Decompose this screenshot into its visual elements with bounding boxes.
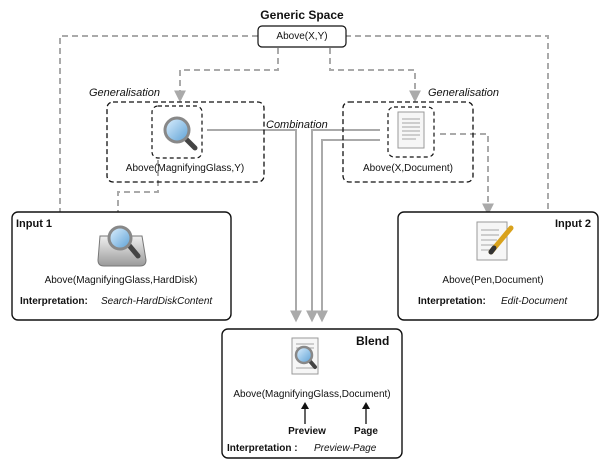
blend-arg-label-preview: Preview — [288, 426, 326, 437]
blend-interpretation-value: Preview-Page — [314, 443, 377, 454]
arrow-combination-right-to-blend — [306, 129, 380, 323]
generalisation-right-box — [342, 101, 474, 183]
generalisation-right-predicate: Above(X,Document) — [362, 163, 454, 174]
input1-interpretation-label: Interpretation: — [20, 296, 88, 307]
generic-space-predicate: Above(X,Y) — [276, 31, 328, 42]
input1-interpretation-value: Search-HardDiskContent — [101, 296, 213, 307]
pen-document-icon — [476, 221, 514, 261]
input2-title: Input 2 — [555, 218, 592, 230]
arrow-generic-to-generalisation-left — [174, 48, 279, 103]
input2-box — [397, 211, 599, 321]
generalisation-left-predicate: Above(MagnifyingGlass,Y) — [125, 163, 245, 174]
combination-label: Combination — [266, 119, 328, 131]
input2-interpretation-label: Interpretation: — [418, 296, 486, 307]
input1-predicate: Above(MagnifyingGlass,HardDisk) — [44, 275, 198, 286]
generic-space-box — [257, 25, 347, 48]
input1-title: Input 1 — [16, 218, 53, 230]
arrow-generic-to-input1 — [59, 35, 258, 258]
document-icon — [397, 111, 425, 149]
generalisation-right-label: Generalisation — [428, 87, 499, 99]
blend-title: Blend — [356, 334, 390, 348]
generalisation-left-icon-frame — [151, 105, 203, 159]
generalisation-left-box — [106, 101, 265, 183]
generalisation-left-label: Generalisation — [89, 87, 160, 99]
page-arg-arrowhead — [362, 402, 370, 409]
blend-box — [221, 328, 403, 459]
blend-arg-label-page: Page — [354, 426, 378, 437]
arrow-combination-left-to-blend — [207, 129, 302, 323]
arrow-generic-to-generalisation-right — [329, 48, 421, 103]
blend-predicate: Above(MagnifyingGlass,Document) — [233, 389, 391, 400]
generalisation-right-icon-frame — [387, 106, 435, 158]
generic-space-title: Generic Space — [260, 8, 344, 22]
magnifying-glass-icon — [163, 116, 198, 151]
preview-arg-arrowhead — [301, 402, 309, 409]
input2-interpretation-value: Edit-Document — [501, 296, 568, 307]
arrow-generalisation-left-to-input1 — [112, 160, 159, 225]
arrow-generalisation-right-to-input2 — [440, 133, 494, 216]
arrow-combination-mid-to-blend — [316, 139, 380, 323]
input2-predicate: Above(Pen,Document) — [442, 275, 544, 286]
hard-disk-search-icon — [97, 225, 147, 267]
document-preview-icon — [291, 337, 319, 375]
arrow-generic-to-input2 — [345, 35, 549, 258]
blend-interpretation-label: Interpretation : — [227, 443, 298, 454]
